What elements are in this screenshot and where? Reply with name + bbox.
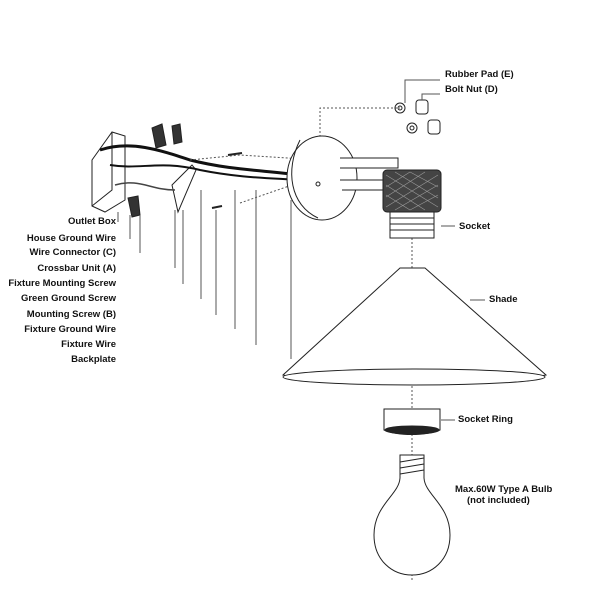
wire-connector xyxy=(151,123,167,149)
label-house-ground-wire: House Ground Wire xyxy=(26,233,116,244)
outlet-box xyxy=(91,131,126,213)
label-fixture-wire: Fixture Wire xyxy=(61,339,116,350)
label-wire-connector: Wire Connector (C) xyxy=(29,247,116,258)
label-socket: Socket xyxy=(459,221,491,232)
label-crossbar-unit: Crossbar Unit (A) xyxy=(37,263,116,274)
label-bolt-nut: Bolt Nut (D) xyxy=(445,84,498,95)
label-shade: Shade xyxy=(489,294,518,305)
mounting-screw xyxy=(227,152,243,156)
light-bulb xyxy=(373,454,451,576)
label-green-ground-screw: Green Ground Screw xyxy=(20,293,116,304)
label-bulb: Max.60W Type A Bulb xyxy=(455,484,553,495)
arm xyxy=(340,157,399,169)
label-outlet-box: Outlet Box xyxy=(67,216,116,227)
label-rubber-pad: Rubber Pad (E) xyxy=(445,69,514,80)
label-socket-ring: Socket Ring xyxy=(458,414,513,425)
shade xyxy=(281,267,548,383)
label-mounting-screw: Mounting Screw (B) xyxy=(26,309,116,320)
label-backplate: Backplate xyxy=(71,354,116,365)
backplate xyxy=(286,135,358,221)
label-fixture-mounting-screw: Fixture Mounting Screw xyxy=(8,278,116,289)
label-fixture-ground-wire: Fixture Ground Wire xyxy=(24,324,116,335)
label-bulb-note: (not included) xyxy=(467,495,530,506)
crossbar-unit xyxy=(171,164,197,214)
